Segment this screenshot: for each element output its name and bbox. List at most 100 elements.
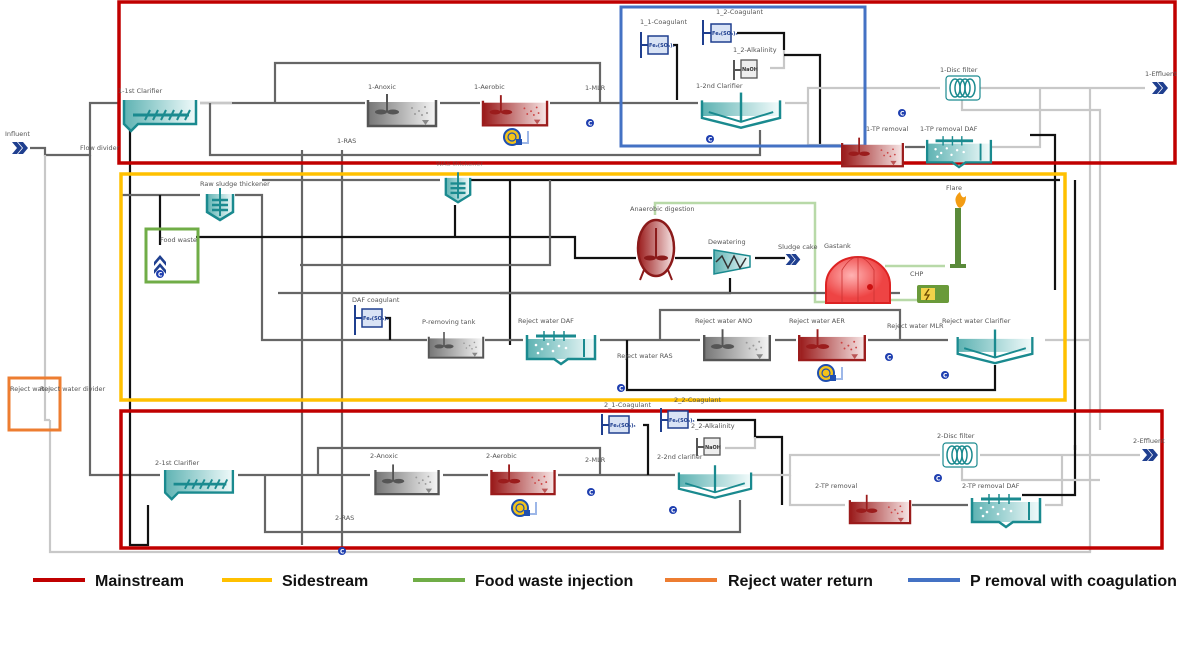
label: Reject water return: [728, 573, 873, 590]
label: Reject water Clarifier: [942, 317, 1011, 325]
mlr-label-1: 1-MLR: [585, 84, 606, 92]
label: 1-2nd Clarifier: [696, 82, 743, 90]
blower-icon: [511, 499, 537, 517]
legend-item-p-removal: P removal with coagulation: [908, 573, 1177, 590]
reject-water-ras-label: Reject water RAS: [617, 352, 673, 360]
reject-water-ano[interactable]: Reject water ANO: [695, 317, 772, 362]
anaerobic-digester[interactable]: Anaerobic digestion: [630, 205, 695, 281]
alkalinity-2-2[interactable]: 2_2-Alkalinity NaOH: [691, 422, 735, 456]
ferric-sulfate-icon: Fe₂(SO₄)₃: [610, 423, 636, 429]
label: C: [887, 355, 892, 362]
mainstream-region-2: [119, 409, 1164, 550]
label: 2-TP removal: [815, 482, 858, 490]
reject-water-aer[interactable]: Reject water AER: [789, 317, 867, 382]
influent[interactable]: Influent: [5, 130, 30, 154]
tp-removal-tank-2[interactable]: 2-TP removal: [815, 482, 912, 525]
label: 1-Disc filter: [940, 66, 978, 74]
tp-removal-daf-1[interactable]: 1-TP removal DAF: [920, 125, 993, 169]
label: 2-Effluent: [1133, 437, 1165, 445]
label: Reject water AER: [789, 317, 845, 325]
controller-icon[interactable]: C: [338, 547, 346, 556]
label: C: [619, 386, 624, 393]
flare[interactable]: Flare: [946, 184, 966, 268]
label: 1-1st Clarifier: [118, 87, 163, 95]
food-waste-chevron-icon: [154, 255, 166, 274]
food-waste[interactable]: Food waste: [154, 236, 197, 274]
label: C: [708, 137, 713, 144]
label: Food waste injection: [475, 573, 633, 590]
controller-icon[interactable]: C: [156, 270, 164, 279]
label: C: [588, 121, 593, 128]
label: Mainstream: [95, 573, 184, 590]
label: C: [589, 490, 594, 497]
daf-coagulant[interactable]: DAF coagulant Fe₂(SO₄)₃: [352, 296, 400, 335]
label: 2_2-Alkalinity: [691, 422, 735, 430]
effluent-2[interactable]: 2-Effluent: [1133, 437, 1165, 461]
ferric-sulfate-icon: Fe₂(SO₄)₃: [363, 316, 389, 322]
raw-sludge-thickener[interactable]: Raw sludge thickener: [200, 180, 270, 222]
reject-water-daf[interactable]: Reject water DAF: [518, 317, 597, 366]
controller-icon[interactable]: C: [617, 384, 625, 393]
tp-removal-daf-2[interactable]: 2-TP removal DAF: [962, 482, 1042, 529]
mlr-label-2: 2-MLR: [585, 456, 606, 464]
chp-engine[interactable]: CHP: [910, 270, 949, 303]
controller-icon[interactable]: C: [587, 488, 595, 497]
clarifier-2-1st[interactable]: 2-1st Clarifier: [155, 459, 235, 501]
label: 1-Anoxic: [368, 83, 396, 91]
pipes: [30, 31, 1145, 554]
label: C: [340, 549, 345, 556]
dewatering[interactable]: Dewatering: [708, 238, 751, 275]
controller-icon[interactable]: C: [898, 109, 906, 118]
aerobic-tank-2[interactable]: 2-Aerobic: [486, 452, 556, 517]
label: 2_1-Coagulant: [604, 401, 652, 409]
ferric-sulfate-icon: Fe₂(SO₄)₃: [669, 418, 695, 424]
aerobic-tank-1[interactable]: 1-Aerobic: [474, 83, 549, 146]
label: C: [671, 508, 676, 515]
ras-label-1: 1-RAS: [337, 137, 356, 145]
coagulant-1-2[interactable]: 1_2-Coagulant Fe₂(SO₄)₃: [702, 8, 764, 45]
naoh-icon: NaOH: [742, 67, 758, 73]
controller-icon[interactable]: C: [706, 135, 714, 144]
label: Sludge cake: [778, 243, 817, 251]
disc-filter-1[interactable]: 1-Disc filter: [940, 66, 981, 101]
label: Raw sludge thickener: [200, 180, 270, 188]
coagulant-2-2[interactable]: 2_2-Coagulant Fe₂(SO₄)₃: [660, 396, 722, 432]
reject-water-source[interactable]: Reject water Reject water divider: [0, 385, 106, 408]
label: C: [943, 373, 948, 380]
clarifier-1-1st[interactable]: 1-1st Clarifier: [118, 87, 198, 133]
p-removing-tank[interactable]: P-removing tank: [422, 318, 485, 359]
reject-water-clarifier[interactable]: Reject water Clarifier: [942, 317, 1034, 365]
controller-icons: C C C C C C C C C C C: [156, 109, 949, 556]
blower-icon: [503, 128, 529, 146]
controller-icon[interactable]: C: [941, 371, 949, 380]
label: 1_2-Alkalinity: [733, 46, 777, 54]
ras-label-2: 2-RAS: [335, 514, 354, 522]
was-thickener[interactable]: WAS thickener: [436, 160, 483, 204]
controller-icon[interactable]: C: [669, 506, 677, 515]
controller-icon[interactable]: C: [885, 353, 893, 362]
label: 2-Aerobic: [486, 452, 517, 460]
clarifier-1-2nd[interactable]: 1-2nd Clarifier: [696, 82, 782, 129]
coagulant-2-1[interactable]: 2_1-Coagulant Fe₂(SO₄)₃: [601, 401, 652, 435]
anoxic-tank-2[interactable]: 2-Anoxic: [370, 452, 440, 496]
controller-icon[interactable]: C: [934, 474, 942, 483]
effluent-1[interactable]: 1-Effluent: [1145, 70, 1177, 94]
label: Gastank: [824, 242, 851, 250]
disc-filter-2[interactable]: 2-Disc filter: [937, 432, 978, 468]
label: P removal with coagulation: [970, 573, 1177, 590]
controller-icon[interactable]: C: [586, 119, 594, 128]
clarifier-2-2nd[interactable]: 2-2nd clarifier: [657, 453, 753, 499]
label: 1-Aerobic: [474, 83, 505, 91]
mainstream-region-1: [117, 0, 1177, 165]
label: 2-TP removal DAF: [962, 482, 1020, 490]
tp-removal-tank-1[interactable]: 1-TP removal: [841, 125, 909, 168]
alkalinity-1-2[interactable]: 1_2-Alkalinity NaOH: [733, 46, 777, 80]
coagulant-1-1[interactable]: 1_1-Coagulant Fe₂(SO₄)₃: [640, 18, 688, 58]
gastank[interactable]: Gastank: [824, 242, 891, 304]
influent-label: Influent: [5, 130, 30, 138]
sludge-cake[interactable]: Sludge cake: [778, 243, 817, 265]
label: 2_2-Coagulant: [674, 396, 722, 404]
label: Reject water DAF: [518, 317, 574, 325]
anoxic-tank-1[interactable]: 1-Anoxic: [366, 83, 438, 128]
label: 1-TP removal DAF: [920, 125, 978, 133]
